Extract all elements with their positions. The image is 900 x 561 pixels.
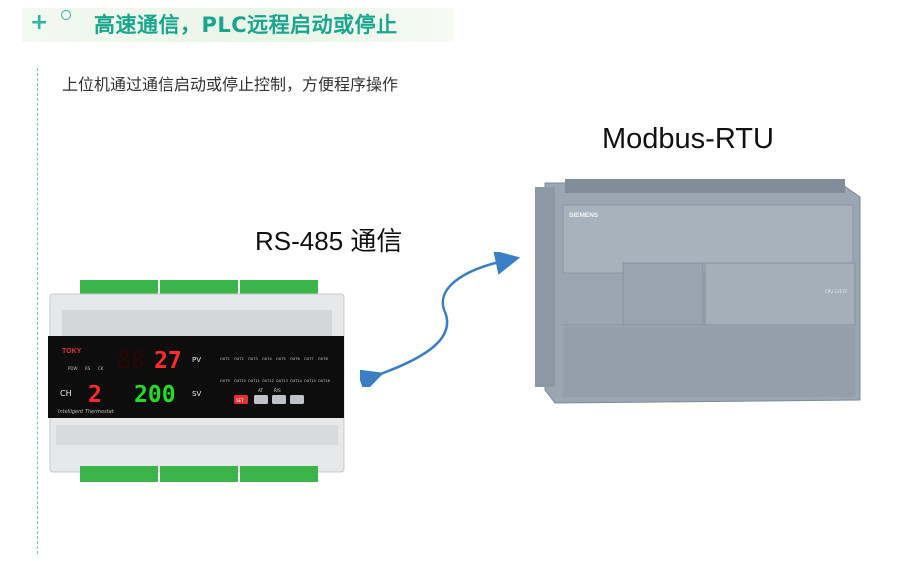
plus-icon: + bbox=[30, 10, 49, 35]
svg-text:OUT14: OUT14 bbox=[290, 379, 303, 383]
brand-logo: TOKY bbox=[62, 348, 82, 355]
sv-label: SV bbox=[192, 390, 201, 398]
svg-text:OUT2: OUT2 bbox=[234, 357, 244, 361]
modbus-label: Modbus-RTU bbox=[602, 123, 774, 155]
title-banner bbox=[22, 8, 454, 42]
svg-text:AT: AT bbox=[258, 388, 263, 393]
page-title: 高速通信，PLC远程启动或停止 bbox=[94, 13, 398, 37]
pv-label: PV bbox=[192, 356, 201, 364]
dashed-divider bbox=[37, 68, 38, 554]
svg-text:OUT5: OUT5 bbox=[276, 357, 286, 361]
device-caption: Intelligent Thermostat bbox=[58, 409, 115, 415]
svg-text:88: 88 bbox=[117, 348, 145, 374]
description-text: 上位机通过通信启动或停止控制，方便程序操作 bbox=[62, 75, 399, 94]
ch-label: CH bbox=[60, 389, 72, 398]
siemens-plc: SIEMENS CPU 1217C bbox=[535, 179, 861, 404]
svg-text:RS: RS bbox=[85, 366, 91, 371]
svg-text:PDW: PDW bbox=[68, 366, 77, 371]
circle-icon bbox=[61, 10, 71, 20]
svg-text:OUT4: OUT4 bbox=[262, 357, 272, 361]
rs485-label: RS-485 通信 bbox=[255, 226, 403, 256]
svg-text:SET: SET bbox=[236, 398, 244, 403]
front-panel bbox=[48, 336, 344, 418]
svg-text:OUT12: OUT12 bbox=[262, 379, 274, 383]
pv-display: 27 bbox=[154, 348, 182, 374]
svg-text:OUT8: OUT8 bbox=[318, 357, 328, 361]
out-row-1: OUT1 OUT2 OUT3 OUT4 OUT5 OUT6 OUT7 OUT8 bbox=[220, 357, 328, 361]
svg-text:OUT9: OUT9 bbox=[220, 379, 230, 383]
bottom-terminals bbox=[80, 466, 318, 482]
svg-text:OUT7: OUT7 bbox=[304, 357, 314, 361]
double-arrow-icon bbox=[360, 252, 520, 387]
top-terminals bbox=[80, 280, 318, 294]
sv-display: 200 bbox=[134, 382, 176, 408]
model-label: CPU 1217C bbox=[825, 289, 848, 294]
ch-display: 2 bbox=[88, 382, 102, 408]
svg-text:OUT3: OUT3 bbox=[248, 357, 258, 361]
svg-text:OUT1: OUT1 bbox=[220, 357, 230, 361]
svg-text:OUT6: OUT6 bbox=[290, 357, 300, 361]
thermostat-device: TOKY PDW RS CK 88 27 PV CH 2 200 SV OUT1… bbox=[48, 280, 345, 482]
brand-logo: SIEMENS bbox=[569, 212, 599, 219]
svg-text:R/S: R/S bbox=[274, 388, 281, 393]
svg-text:OUT10: OUT10 bbox=[234, 379, 246, 383]
svg-text:CK: CK bbox=[98, 366, 104, 371]
svg-text:OUT11: OUT11 bbox=[248, 379, 260, 383]
set-button bbox=[234, 395, 248, 404]
svg-text:OUT16: OUT16 bbox=[318, 379, 330, 383]
svg-text:OUT15: OUT15 bbox=[304, 379, 316, 383]
svg-text:OUT13: OUT13 bbox=[276, 379, 288, 383]
out-row-2: OUT9 OUT10 OUT11 OUT12 OUT13 OUT14 OUT15… bbox=[220, 379, 330, 383]
